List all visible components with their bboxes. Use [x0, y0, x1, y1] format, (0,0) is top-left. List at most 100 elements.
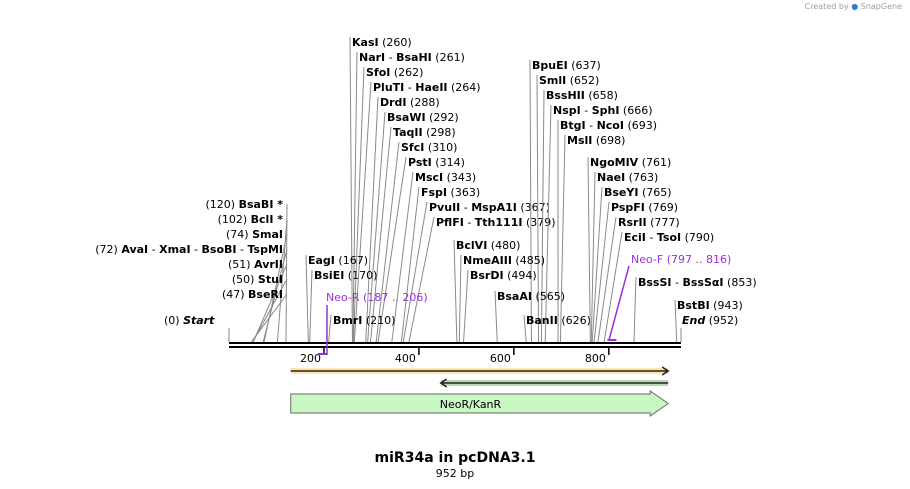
enzyme-leader	[349, 36, 353, 343]
primer-mark-neo-r	[317, 353, 327, 355]
primer-mark-neo-f	[607, 339, 617, 341]
enzyme-label-right: BssSI - BssSαI (853)	[638, 276, 757, 289]
enzyme-label-right: BssHII (658)	[546, 89, 618, 102]
enzyme-label-left: (50) StuI	[232, 273, 283, 286]
enzyme-label-right: FspI (363)	[421, 186, 480, 199]
enzyme-leader	[603, 231, 623, 343]
enzyme-leader	[352, 66, 365, 343]
axis-tick-label: 800	[585, 352, 606, 365]
enzyme-leader	[593, 201, 610, 343]
start-label: (0) Start	[164, 314, 215, 327]
map-size: 952 bp	[435, 467, 475, 480]
primer-label-neo-f: Neo-F (797 .. 816)	[631, 253, 731, 266]
enzyme-leader	[352, 51, 358, 343]
backbone-top	[229, 342, 681, 344]
enzyme-label-right: BstBI (943)	[677, 299, 743, 312]
enzyme-label-right: PluTI - HaeII (264)	[373, 81, 481, 94]
enzyme-leader	[353, 81, 372, 343]
enzyme-label-left: (120) BsaBI *	[206, 198, 284, 211]
enzyme-label-right: BpuEI (637)	[532, 59, 601, 72]
enzyme-label-right: BsrDI (494)	[470, 269, 537, 282]
axis-tick-label: 400	[395, 352, 416, 365]
enzyme-leader	[305, 254, 309, 343]
enzyme-label-right: KasI (260)	[352, 36, 412, 49]
enzyme-leader	[587, 156, 591, 343]
primer-leader-neo-f	[608, 265, 630, 341]
enzyme-label-right: MslI (698)	[567, 134, 625, 147]
credit-prefix: Created by	[804, 2, 849, 11]
enzyme-label-right: NspI - SphI (666)	[553, 104, 653, 117]
orf-forward-arrowhead	[661, 366, 670, 376]
enzyme-leader	[250, 293, 288, 343]
sequence-map: 200 400 600 800 (0) Start End (952) (120) BsaB…	[95, 36, 757, 417]
enzyme-label-right: BseYI (765)	[604, 186, 672, 199]
enzyme-label-right: BanII (626)	[526, 314, 591, 327]
enzyme-leader	[252, 278, 288, 343]
snapgene-logo-icon: ●	[851, 2, 859, 11]
enzyme-leader	[400, 186, 420, 343]
enzyme-label-right: NaeI (763)	[597, 171, 658, 184]
enzyme-leader	[408, 216, 435, 343]
enzyme-label-right: TaqII (298)	[393, 126, 456, 139]
enzyme-leader	[367, 111, 386, 343]
enzyme-label-right: BsaWI (292)	[387, 111, 459, 124]
feature-label-neor-kanr: NeoR/KanR	[440, 398, 502, 411]
enzyme-label-right: BmrI (210)	[333, 314, 395, 327]
enzyme-leader	[453, 239, 458, 343]
enzyme-label-right: EciI - TsoI (790)	[624, 231, 714, 244]
enzyme-leader	[309, 269, 313, 343]
axis-tick-label: 200	[300, 352, 321, 365]
enzyme-leader	[494, 290, 498, 343]
enzyme-leader	[559, 134, 566, 343]
enzyme-label-right: PvuII - MspA1I (367)	[429, 201, 550, 214]
enzyme-leader	[590, 171, 596, 343]
enzyme-leader	[540, 89, 545, 343]
enzyme-label-right: DrdI (288)	[380, 96, 440, 109]
enzyme-label-right: SfcI (310)	[401, 141, 457, 154]
enzyme-leader	[377, 156, 407, 343]
enzyme-leader	[591, 186, 603, 343]
enzyme-label-left: (102) BclI *	[218, 213, 284, 226]
enzyme-leader	[597, 216, 617, 343]
enzyme-leader	[391, 171, 414, 343]
credit-brand: SnapGene	[860, 2, 902, 11]
enzyme-label-left: (72) AvaI - XmaI - BsoBI - TspMI	[95, 243, 283, 256]
enzyme-label-right: SmlI (652)	[539, 74, 599, 87]
enzyme-label-right: RsrII (777)	[618, 216, 680, 229]
enzyme-label-right: EagI (167)	[308, 254, 368, 267]
end-label: End (952)	[682, 314, 738, 327]
enzyme-label-right: BsiEI (170)	[314, 269, 377, 282]
enzyme-leader	[536, 74, 540, 343]
enzyme-label-right: NarI - BsaHI (261)	[359, 51, 465, 64]
snapgene-credit: Created by ● SnapGene	[805, 2, 902, 11]
enzyme-label-right: NgoMIV (761)	[590, 156, 671, 169]
map-title: miR34a in pcDNA3.1	[374, 450, 536, 466]
enzyme-label-right: MscI (343)	[415, 171, 476, 184]
enzyme-label-left: (51) AvrII	[228, 258, 283, 271]
orf-reverse-arrowhead	[439, 378, 448, 388]
enzyme-leader	[529, 59, 532, 343]
enzyme-leader	[369, 126, 392, 343]
enzyme-leader	[328, 314, 332, 343]
enzyme-leader	[458, 254, 462, 343]
enzyme-leader	[402, 201, 428, 343]
enzyme-leader	[375, 141, 400, 343]
enzyme-leader	[633, 276, 637, 343]
enzyme-leader	[523, 314, 527, 343]
enzyme-label-right: SfoI (262)	[366, 66, 423, 79]
enzyme-label-right: BclVI (480)	[456, 239, 520, 252]
backbone-bottom	[229, 346, 681, 348]
feature-arrow-neor-kanr	[290, 390, 670, 417]
enzyme-leader	[674, 299, 678, 343]
enzyme-leader	[262, 248, 288, 343]
axis-tick-label: 600	[490, 352, 511, 365]
enzyme-label-right: NmeAIII (485)	[463, 254, 545, 267]
enzyme-leader	[252, 263, 288, 343]
enzyme-leader	[544, 104, 552, 343]
enzyme-label-right: BtgI - NcoI (693)	[560, 119, 657, 132]
enzyme-label-right: BsaAI (565)	[497, 290, 565, 303]
enzyme-label-left: (74) SmaI	[226, 228, 283, 241]
primer-label-neo-r: Neo-R (187 .. 206)	[326, 291, 428, 304]
enzyme-leader	[365, 96, 379, 343]
